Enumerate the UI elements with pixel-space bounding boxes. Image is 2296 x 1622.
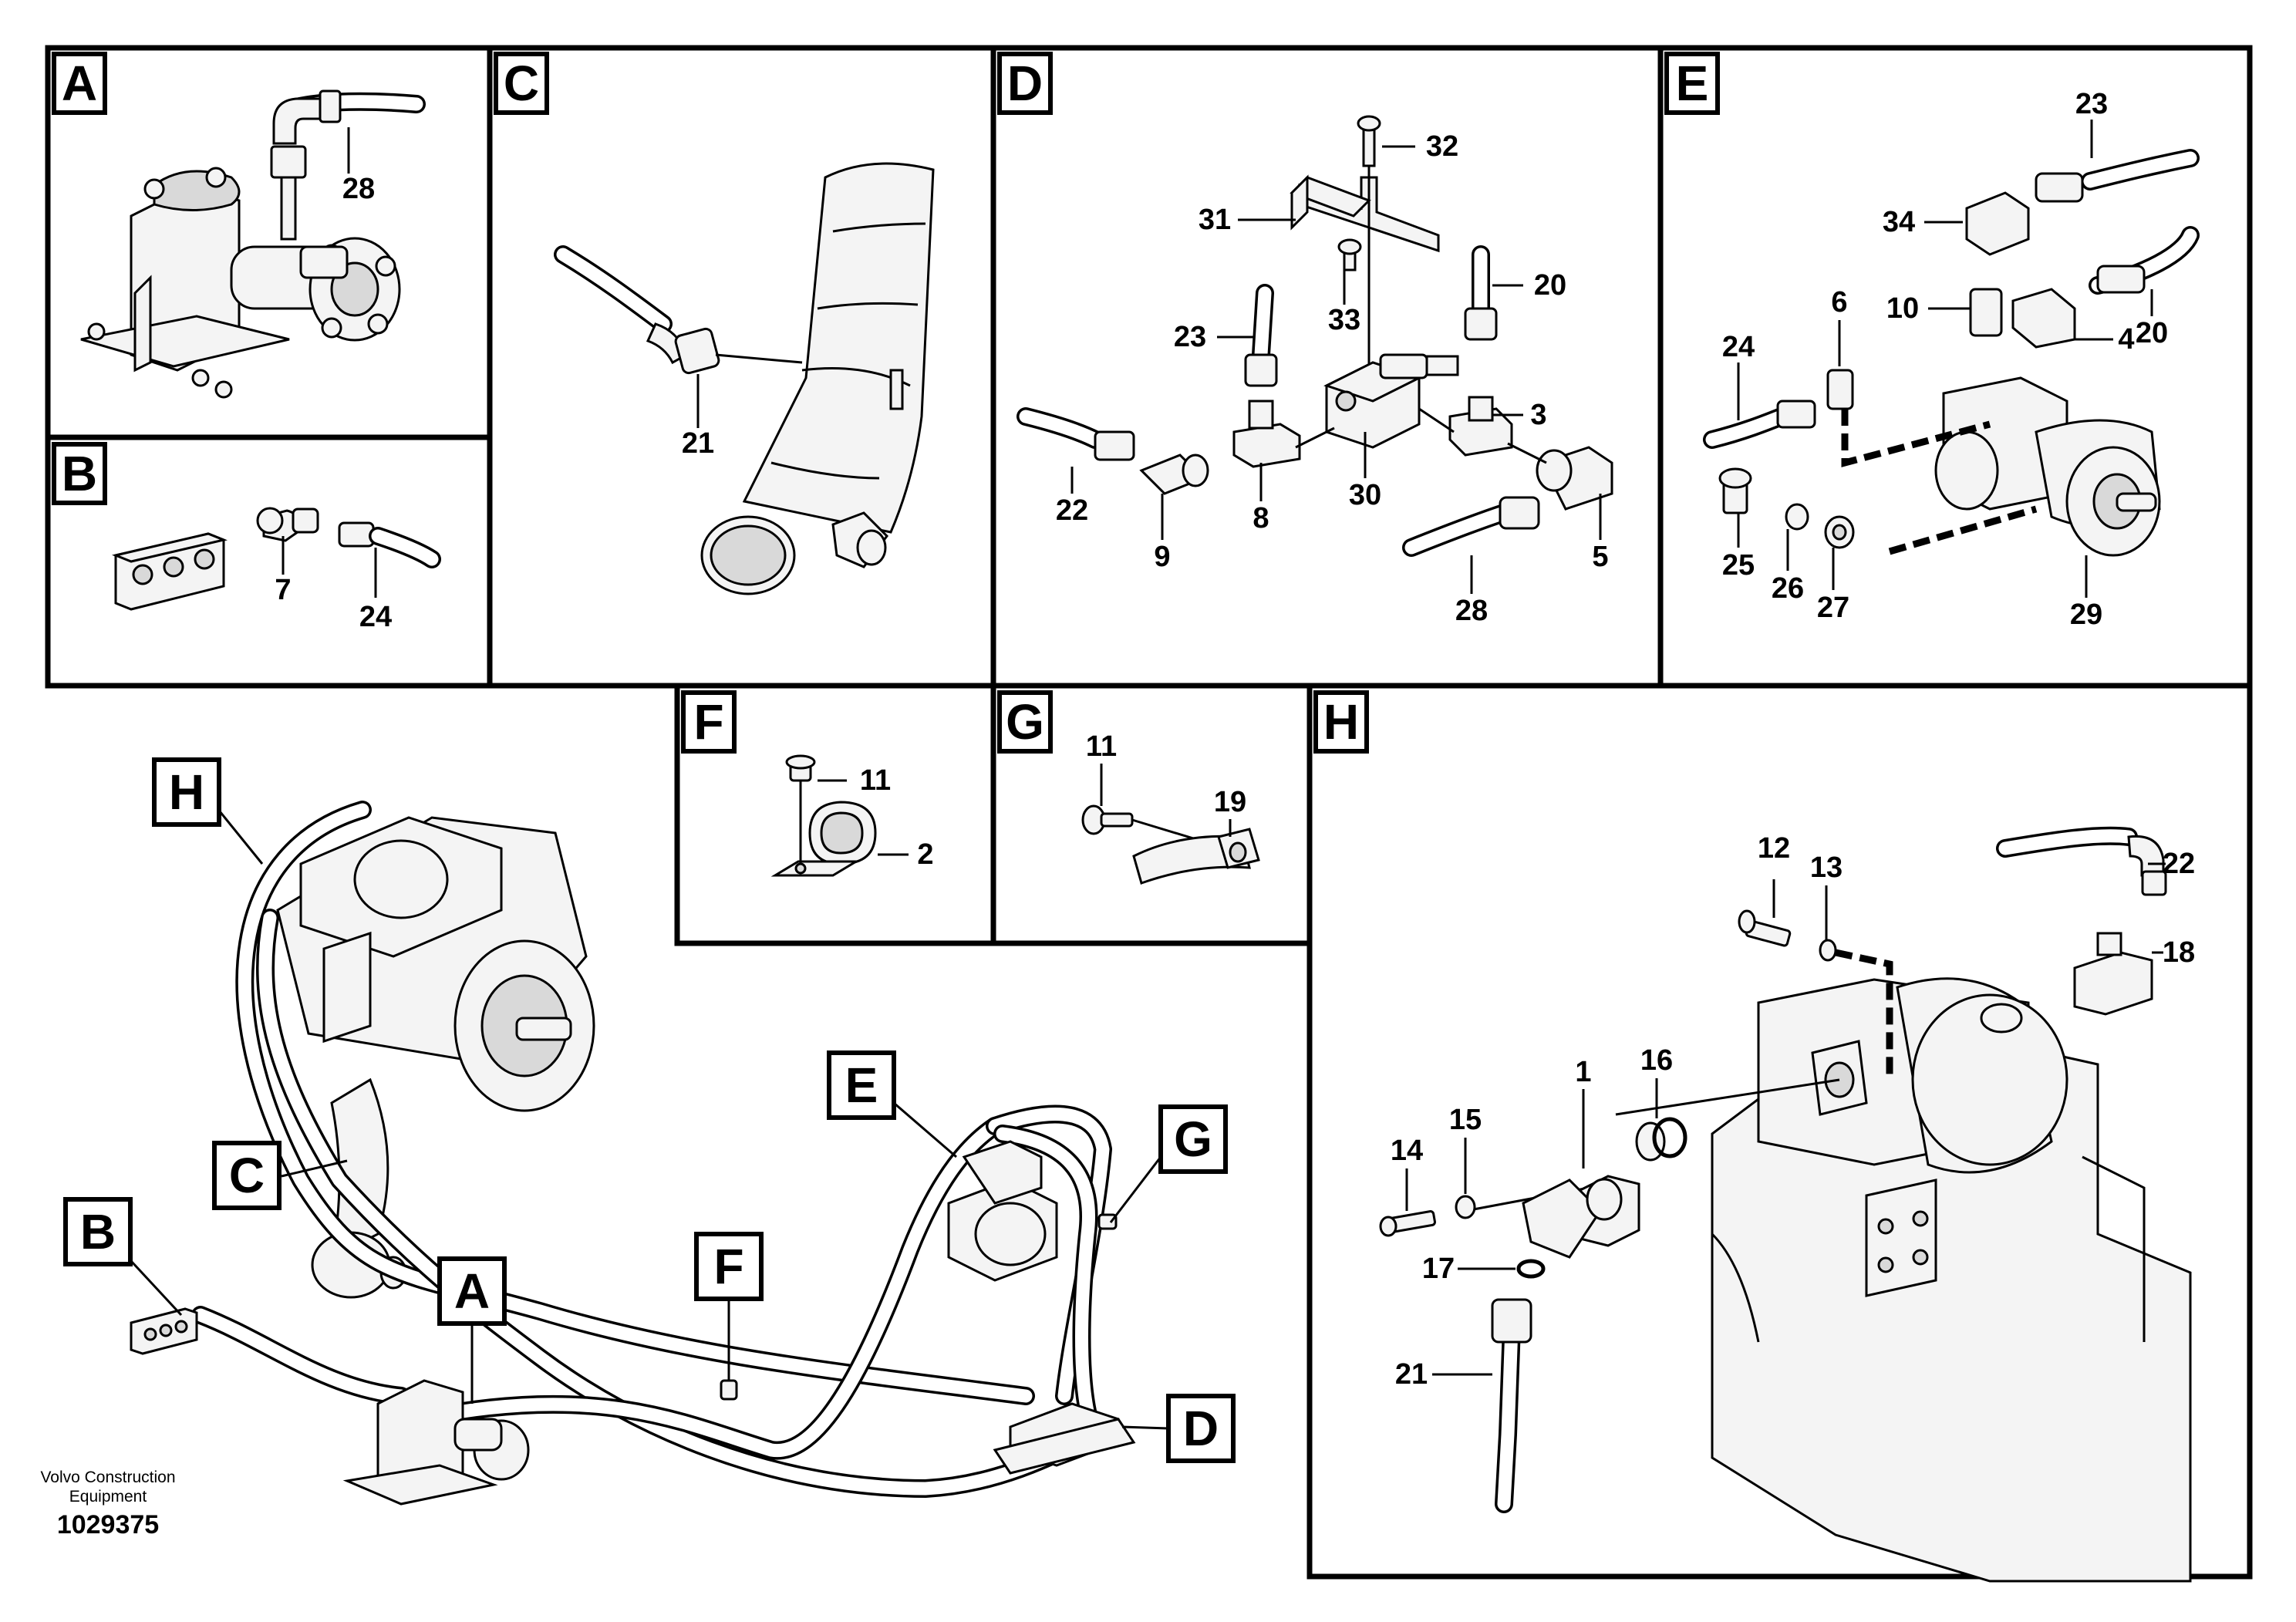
overview-tag-d: D bbox=[1166, 1394, 1236, 1463]
callout-h-18: 18 bbox=[2163, 936, 2195, 969]
panel-tag-g: G bbox=[997, 690, 1053, 754]
callout-h-15: 15 bbox=[1449, 1104, 1482, 1136]
panel-tag-h: H bbox=[1313, 690, 1369, 754]
callout-d-5: 5 bbox=[1592, 541, 1608, 573]
callout-h-16: 16 bbox=[1640, 1044, 1673, 1077]
panel-tag-f-text: F bbox=[693, 694, 723, 750]
panel-h-drawing bbox=[1379, 826, 2192, 1583]
overview-tag-h-text: H bbox=[169, 764, 204, 820]
callout-d-9: 9 bbox=[1154, 541, 1170, 573]
panel-b-drawing bbox=[112, 507, 441, 611]
panel-c-drawing bbox=[554, 162, 935, 595]
panel-f-drawing bbox=[770, 754, 877, 877]
overview-tag-a-text: A bbox=[454, 1263, 490, 1319]
overview-tag-e: E bbox=[827, 1050, 896, 1120]
overview-tag-g-text: G bbox=[1174, 1111, 1212, 1167]
callout-e-25: 25 bbox=[1722, 549, 1755, 582]
overview-tag-g: G bbox=[1158, 1104, 1228, 1174]
overview-tag-g-leader bbox=[1109, 1156, 1162, 1223]
callout-h-17: 17 bbox=[1422, 1253, 1455, 1285]
callout-d-32: 32 bbox=[1426, 130, 1458, 163]
callout-e-20: 20 bbox=[2136, 317, 2168, 349]
overview-tag-b: B bbox=[63, 1197, 133, 1266]
callout-d-33: 33 bbox=[1328, 304, 1360, 336]
callout-e-26: 26 bbox=[1772, 572, 1804, 605]
callout-h-13: 13 bbox=[1810, 851, 1843, 884]
callout-e-23: 23 bbox=[2075, 88, 2108, 120]
callout-e-10: 10 bbox=[1886, 292, 1919, 325]
callout-g-19: 19 bbox=[1214, 786, 1246, 818]
callout-b-24: 24 bbox=[359, 601, 392, 633]
overview-tag-d-leader bbox=[1121, 1425, 1169, 1430]
panel-tag-f: F bbox=[681, 690, 737, 754]
panel-d-frame bbox=[990, 45, 1664, 689]
overview-tag-c: C bbox=[212, 1141, 282, 1210]
company-name-line-2: Equipment bbox=[69, 1488, 147, 1506]
panel-h-frame bbox=[1306, 683, 2253, 1580]
callout-h-12: 12 bbox=[1758, 832, 1790, 865]
panel-tag-a: A bbox=[52, 52, 107, 115]
overview-tag-b-text: B bbox=[80, 1204, 116, 1259]
panel-d-drawing bbox=[1017, 115, 1613, 557]
drawing-number: 1029375 bbox=[57, 1510, 159, 1539]
callout-f-11: 11 bbox=[860, 764, 891, 797]
callout-d-30: 30 bbox=[1349, 479, 1381, 511]
callout-e-24: 24 bbox=[1722, 331, 1755, 363]
panel-tag-b-text: B bbox=[62, 446, 97, 501]
panel-tag-e: E bbox=[1664, 52, 1720, 115]
callout-d-28: 28 bbox=[1455, 595, 1488, 627]
overview-tag-a: A bbox=[437, 1256, 507, 1326]
panel-tag-c-text: C bbox=[504, 56, 539, 111]
callout-c-21-leader bbox=[715, 353, 803, 364]
panel-g-drawing bbox=[1081, 804, 1260, 885]
callout-e-6: 6 bbox=[1831, 286, 1847, 319]
panel-e-frame bbox=[1657, 45, 2253, 689]
callout-e-29: 29 bbox=[2070, 599, 2102, 631]
callout-d-3: 3 bbox=[1530, 399, 1546, 431]
callout-d-20: 20 bbox=[1534, 269, 1566, 302]
callout-c-21: 21 bbox=[682, 427, 714, 460]
overview-drawing bbox=[130, 801, 1136, 1506]
callout-e-27: 27 bbox=[1817, 592, 1849, 624]
callout-h-22: 22 bbox=[2163, 848, 2195, 880]
overview-tag-f: F bbox=[694, 1232, 764, 1301]
overview-tag-b-leader bbox=[130, 1259, 183, 1317]
panel-tag-e-text: E bbox=[1676, 56, 1709, 111]
callout-h-21: 21 bbox=[1395, 1358, 1428, 1391]
callout-h-14: 14 bbox=[1391, 1135, 1423, 1167]
callout-h-1: 1 bbox=[1575, 1056, 1591, 1088]
overview-tag-d-text: D bbox=[1183, 1401, 1219, 1456]
callout-e-4: 4 bbox=[2118, 323, 2134, 356]
callout-d-8: 8 bbox=[1253, 502, 1269, 534]
panel-e-drawing bbox=[1703, 149, 2200, 557]
callout-f-2: 2 bbox=[917, 838, 933, 871]
callout-e-34: 34 bbox=[1883, 206, 1915, 238]
panel-tag-d-text: D bbox=[1007, 56, 1043, 111]
panel-tag-g-text: G bbox=[1006, 694, 1044, 750]
panel-frames bbox=[45, 45, 2253, 1580]
overview-tag-c-text: C bbox=[229, 1148, 265, 1203]
overview-tag-f-text: F bbox=[713, 1239, 743, 1294]
panel-tag-c: C bbox=[494, 52, 549, 115]
callout-d-22: 22 bbox=[1056, 494, 1088, 527]
callout-a-28: 28 bbox=[342, 173, 375, 205]
callout-b-7: 7 bbox=[275, 574, 291, 606]
callout-g-11: 11 bbox=[1086, 730, 1117, 763]
callout-d-31: 31 bbox=[1199, 204, 1231, 236]
overview-tag-e-text: E bbox=[845, 1057, 878, 1113]
overview-tag-c-leader bbox=[281, 1159, 348, 1178]
panel-tag-d: D bbox=[997, 52, 1053, 115]
panel-tag-b: B bbox=[52, 442, 107, 505]
panel-tag-h-text: H bbox=[1323, 694, 1359, 750]
overview-tag-h: H bbox=[152, 757, 221, 827]
panel-a-drawing bbox=[80, 89, 426, 399]
callout-d-23: 23 bbox=[1174, 321, 1206, 353]
company-name-line-1: Volvo Construction bbox=[40, 1469, 175, 1486]
panel-tag-a-text: A bbox=[62, 56, 97, 111]
